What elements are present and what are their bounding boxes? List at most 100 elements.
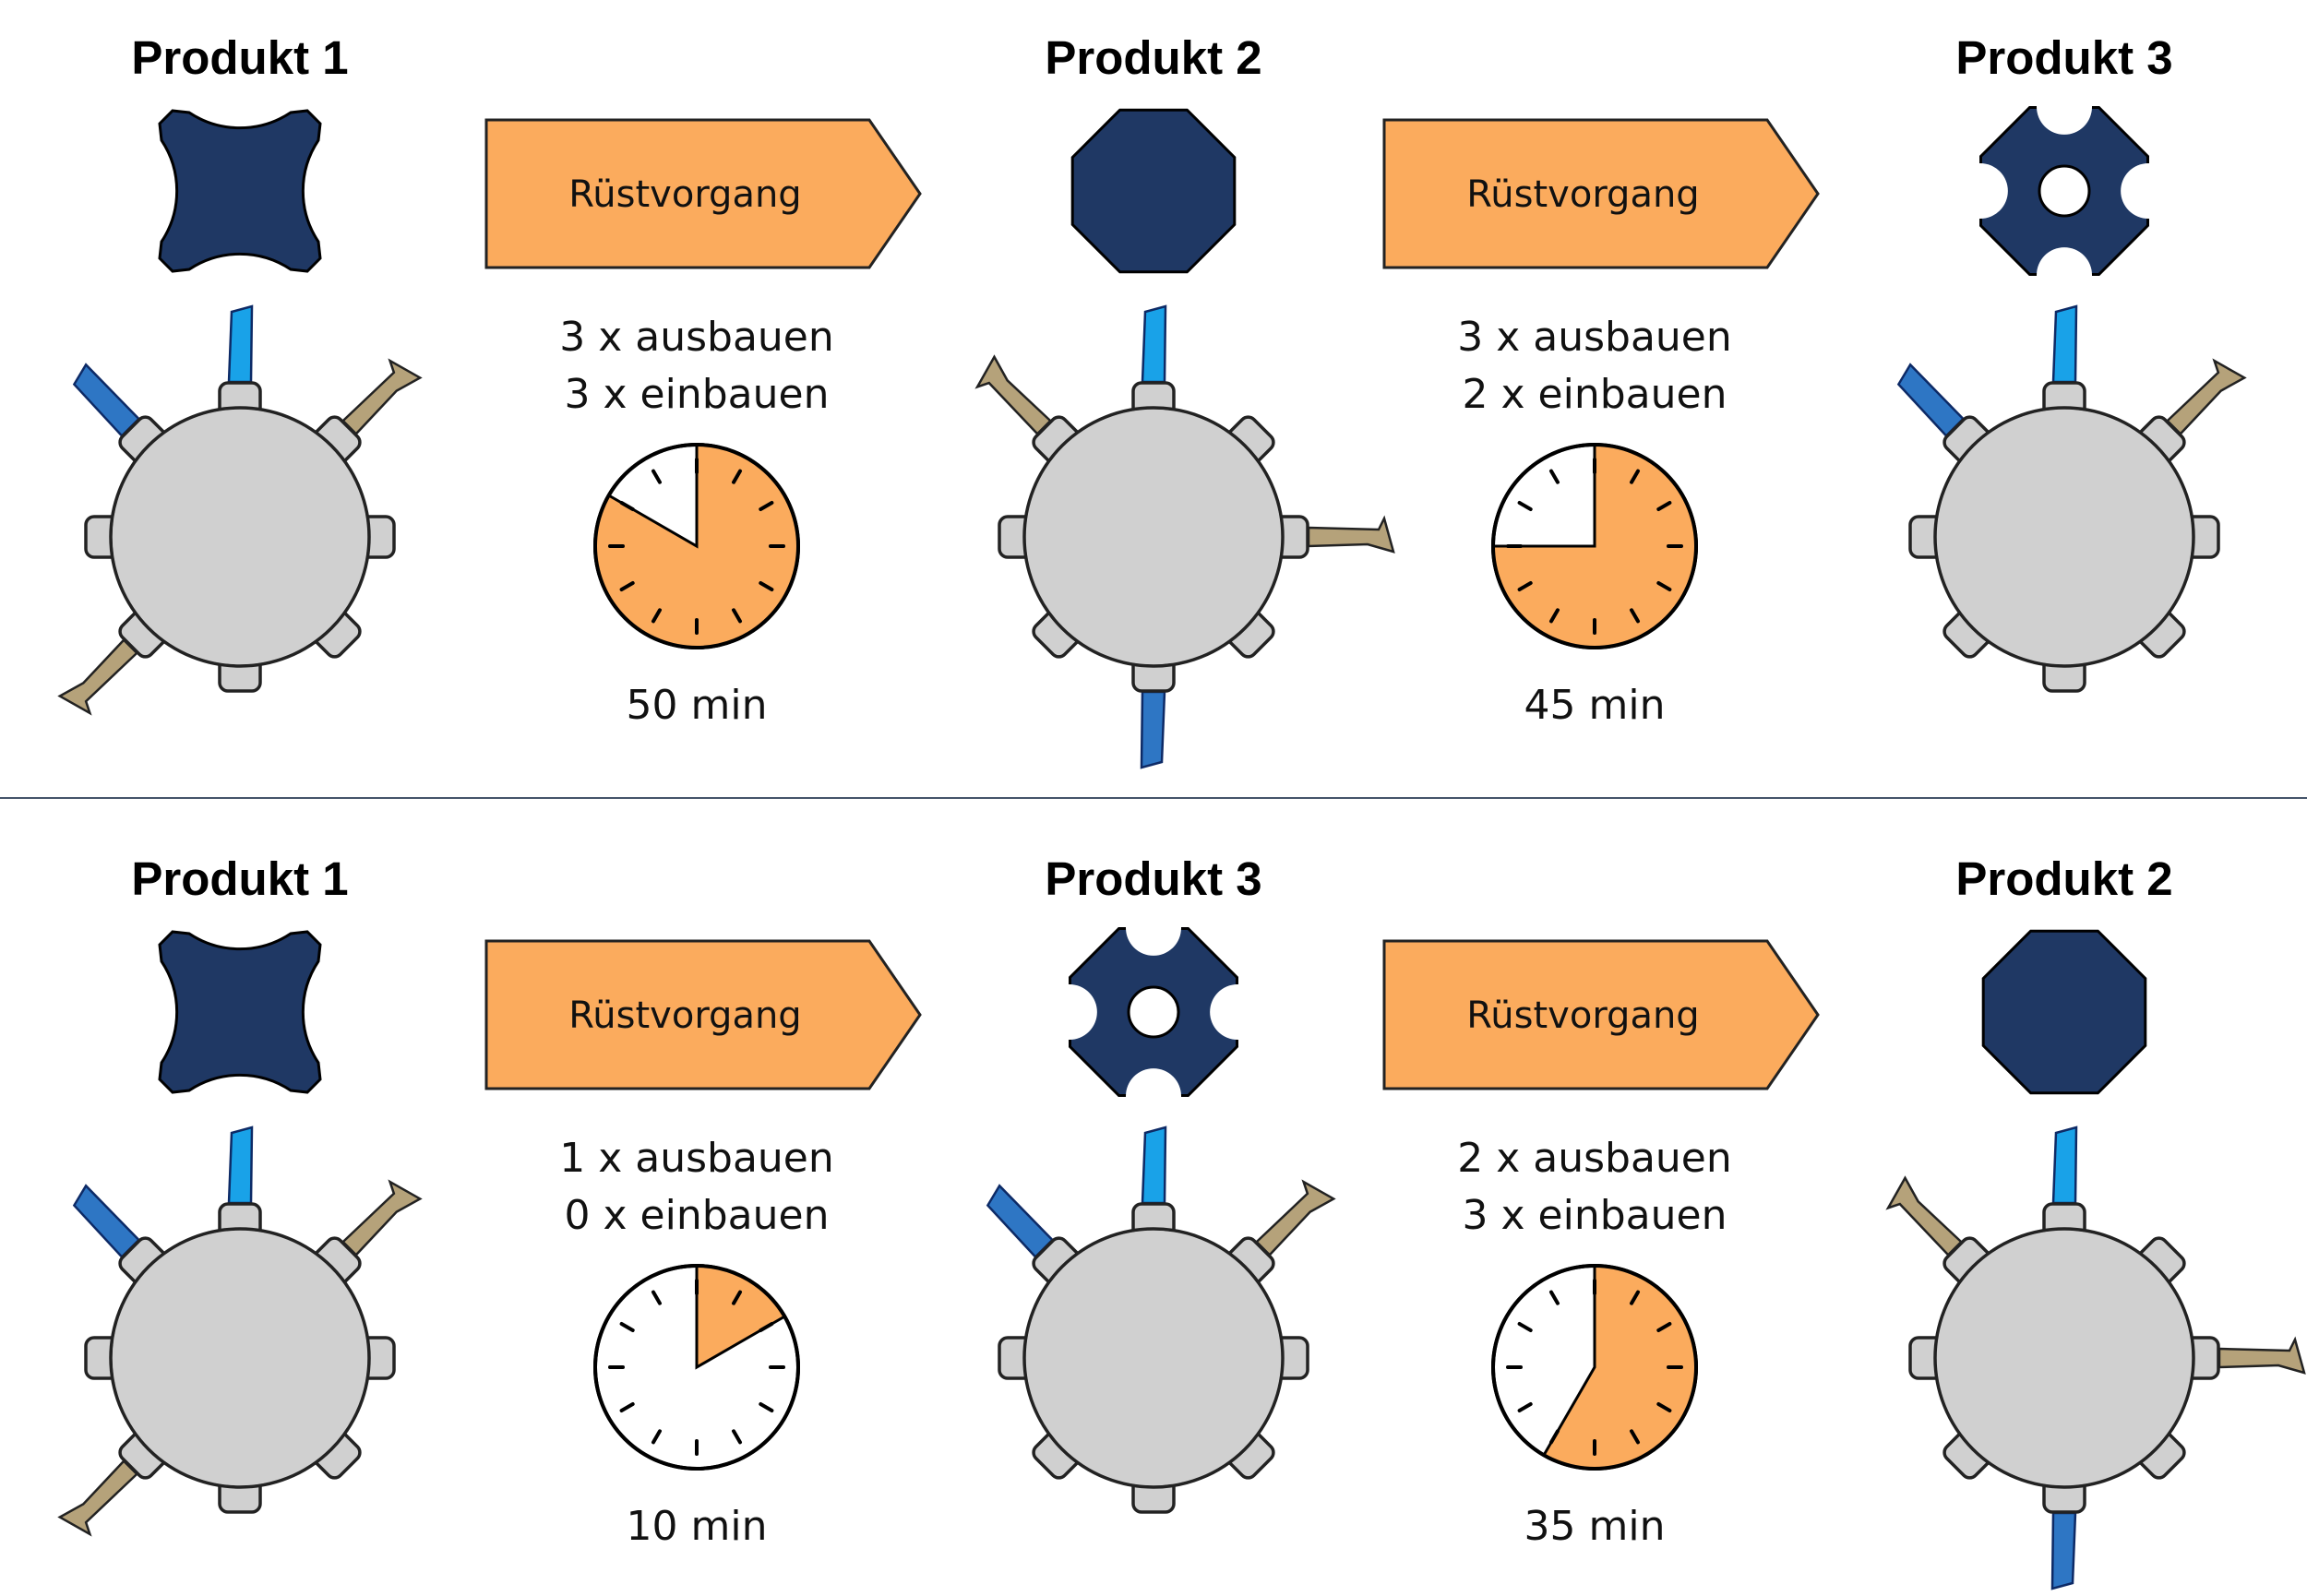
clock-tick xyxy=(619,501,635,511)
tool-turret xyxy=(84,1202,396,1514)
clock-tick xyxy=(1549,1290,1560,1305)
setup-time-clock xyxy=(1491,443,1698,649)
product-shape-octagon xyxy=(1981,929,2147,1095)
clock-tick xyxy=(759,1402,774,1412)
product-title: Produkt 2 xyxy=(1955,852,2172,905)
clock-rim xyxy=(1491,1264,1698,1471)
installs-count: 0 x einbauen xyxy=(565,1192,830,1239)
clock-tick xyxy=(1656,581,1672,591)
clock-tick xyxy=(619,1322,635,1332)
product-title: Produkt 2 xyxy=(1045,31,1261,84)
clock-tick xyxy=(1549,469,1560,484)
turret-fill xyxy=(113,1231,367,1485)
turret-fill xyxy=(1937,1231,2192,1485)
product-shape-octagon xyxy=(1070,108,1237,274)
clock-tick xyxy=(759,1322,774,1332)
product-title: Produkt 3 xyxy=(1955,31,2172,84)
clock-tick xyxy=(1549,1429,1560,1445)
tool-turret xyxy=(1908,1202,2220,1514)
clock-tick xyxy=(732,1429,742,1445)
clock-tick xyxy=(1656,501,1672,511)
setup-arrow xyxy=(484,118,922,269)
setup-arrow xyxy=(1382,939,1820,1090)
product-center-hole xyxy=(2038,164,2091,218)
product-shape-concave xyxy=(158,930,322,1094)
clock-tick xyxy=(619,581,635,591)
turret-fill xyxy=(1026,410,1281,664)
product-title: Produkt 1 xyxy=(131,852,348,905)
clock-rim xyxy=(1491,443,1698,649)
setup-time-label: 45 min xyxy=(1524,682,1666,729)
tool-insert-brown xyxy=(1254,1179,1336,1257)
clock-tick xyxy=(759,581,774,591)
setup-arrow xyxy=(484,939,922,1090)
setup-arrow-label: Rüstvorgang xyxy=(1466,995,1699,1037)
product-column: Produkt 3 xyxy=(1896,31,2247,693)
setup-time-clock xyxy=(1491,1264,1698,1471)
tool-insert-brown xyxy=(2165,358,2247,436)
installs-count: 3 x einbauen xyxy=(1463,1192,1727,1239)
tool-insert-blue xyxy=(1140,690,1166,769)
tool-insert-blue xyxy=(2051,1126,2078,1205)
product-notch xyxy=(2037,247,2092,304)
product-shape-notched xyxy=(1952,78,2177,304)
clock-tick xyxy=(1517,1322,1533,1332)
tool-insert-brown xyxy=(57,637,139,716)
setup-arrow-label: Rüstvorgang xyxy=(1466,173,1699,216)
product-title: Produkt 3 xyxy=(1045,852,1261,905)
product-notch xyxy=(1952,163,2008,219)
tool-insert-brown xyxy=(1307,515,1395,554)
clock-tick xyxy=(759,501,774,511)
product-title: Produkt 1 xyxy=(131,31,348,84)
tool-insert-blue xyxy=(227,304,254,384)
product-notch xyxy=(1210,984,1266,1040)
tool-turret xyxy=(998,381,1309,693)
clock-rim xyxy=(593,1264,800,1471)
clock-tick xyxy=(651,1429,662,1445)
clock-tick xyxy=(1630,608,1640,624)
clock-tick xyxy=(651,1290,662,1305)
clock-tick xyxy=(1630,1429,1640,1445)
clock-tick xyxy=(1630,469,1640,484)
tool-insert-blue xyxy=(227,1126,254,1205)
product-notch xyxy=(2121,163,2177,219)
clock-tick xyxy=(1549,608,1560,624)
removals-count: 3 x ausbauen xyxy=(1457,314,1732,361)
turret-fill xyxy=(1937,410,2192,664)
setup-arrow-label: Rüstvorgang xyxy=(568,995,801,1037)
tool-insert-blue xyxy=(986,1184,1055,1259)
tool-turret xyxy=(84,381,396,693)
tool-insert-blue xyxy=(1141,1126,1167,1205)
product-column: Produkt 3 xyxy=(986,852,1336,1514)
clock-tick xyxy=(1517,501,1533,511)
clock-tick xyxy=(1517,581,1533,591)
tool-insert-blue xyxy=(1141,304,1167,384)
clock-tick xyxy=(732,608,742,624)
tool-insert-brown xyxy=(2217,1336,2306,1375)
product-column: Produkt 1 xyxy=(57,852,423,1537)
clock-tick xyxy=(1656,1322,1672,1332)
product-notch xyxy=(1041,984,1097,1040)
product-notch xyxy=(2037,78,2092,135)
clock-tick xyxy=(732,1290,742,1305)
tool-insert-brown xyxy=(974,354,1053,436)
tool-turret xyxy=(998,1202,1309,1514)
clock-tick xyxy=(1656,1402,1672,1412)
clock-tick xyxy=(732,469,742,484)
turret-fill xyxy=(113,410,367,664)
clock-tick xyxy=(651,608,662,624)
product-column: Produkt 1 xyxy=(57,31,423,716)
clock-rim xyxy=(593,443,800,649)
product-shape-concave xyxy=(158,109,322,273)
tool-insert-blue xyxy=(72,363,141,438)
clock-tick xyxy=(619,1402,635,1412)
product-column: Produkt 2 xyxy=(974,31,1395,769)
tool-insert-brown xyxy=(341,1179,423,1257)
tool-insert-blue xyxy=(2051,304,2078,384)
